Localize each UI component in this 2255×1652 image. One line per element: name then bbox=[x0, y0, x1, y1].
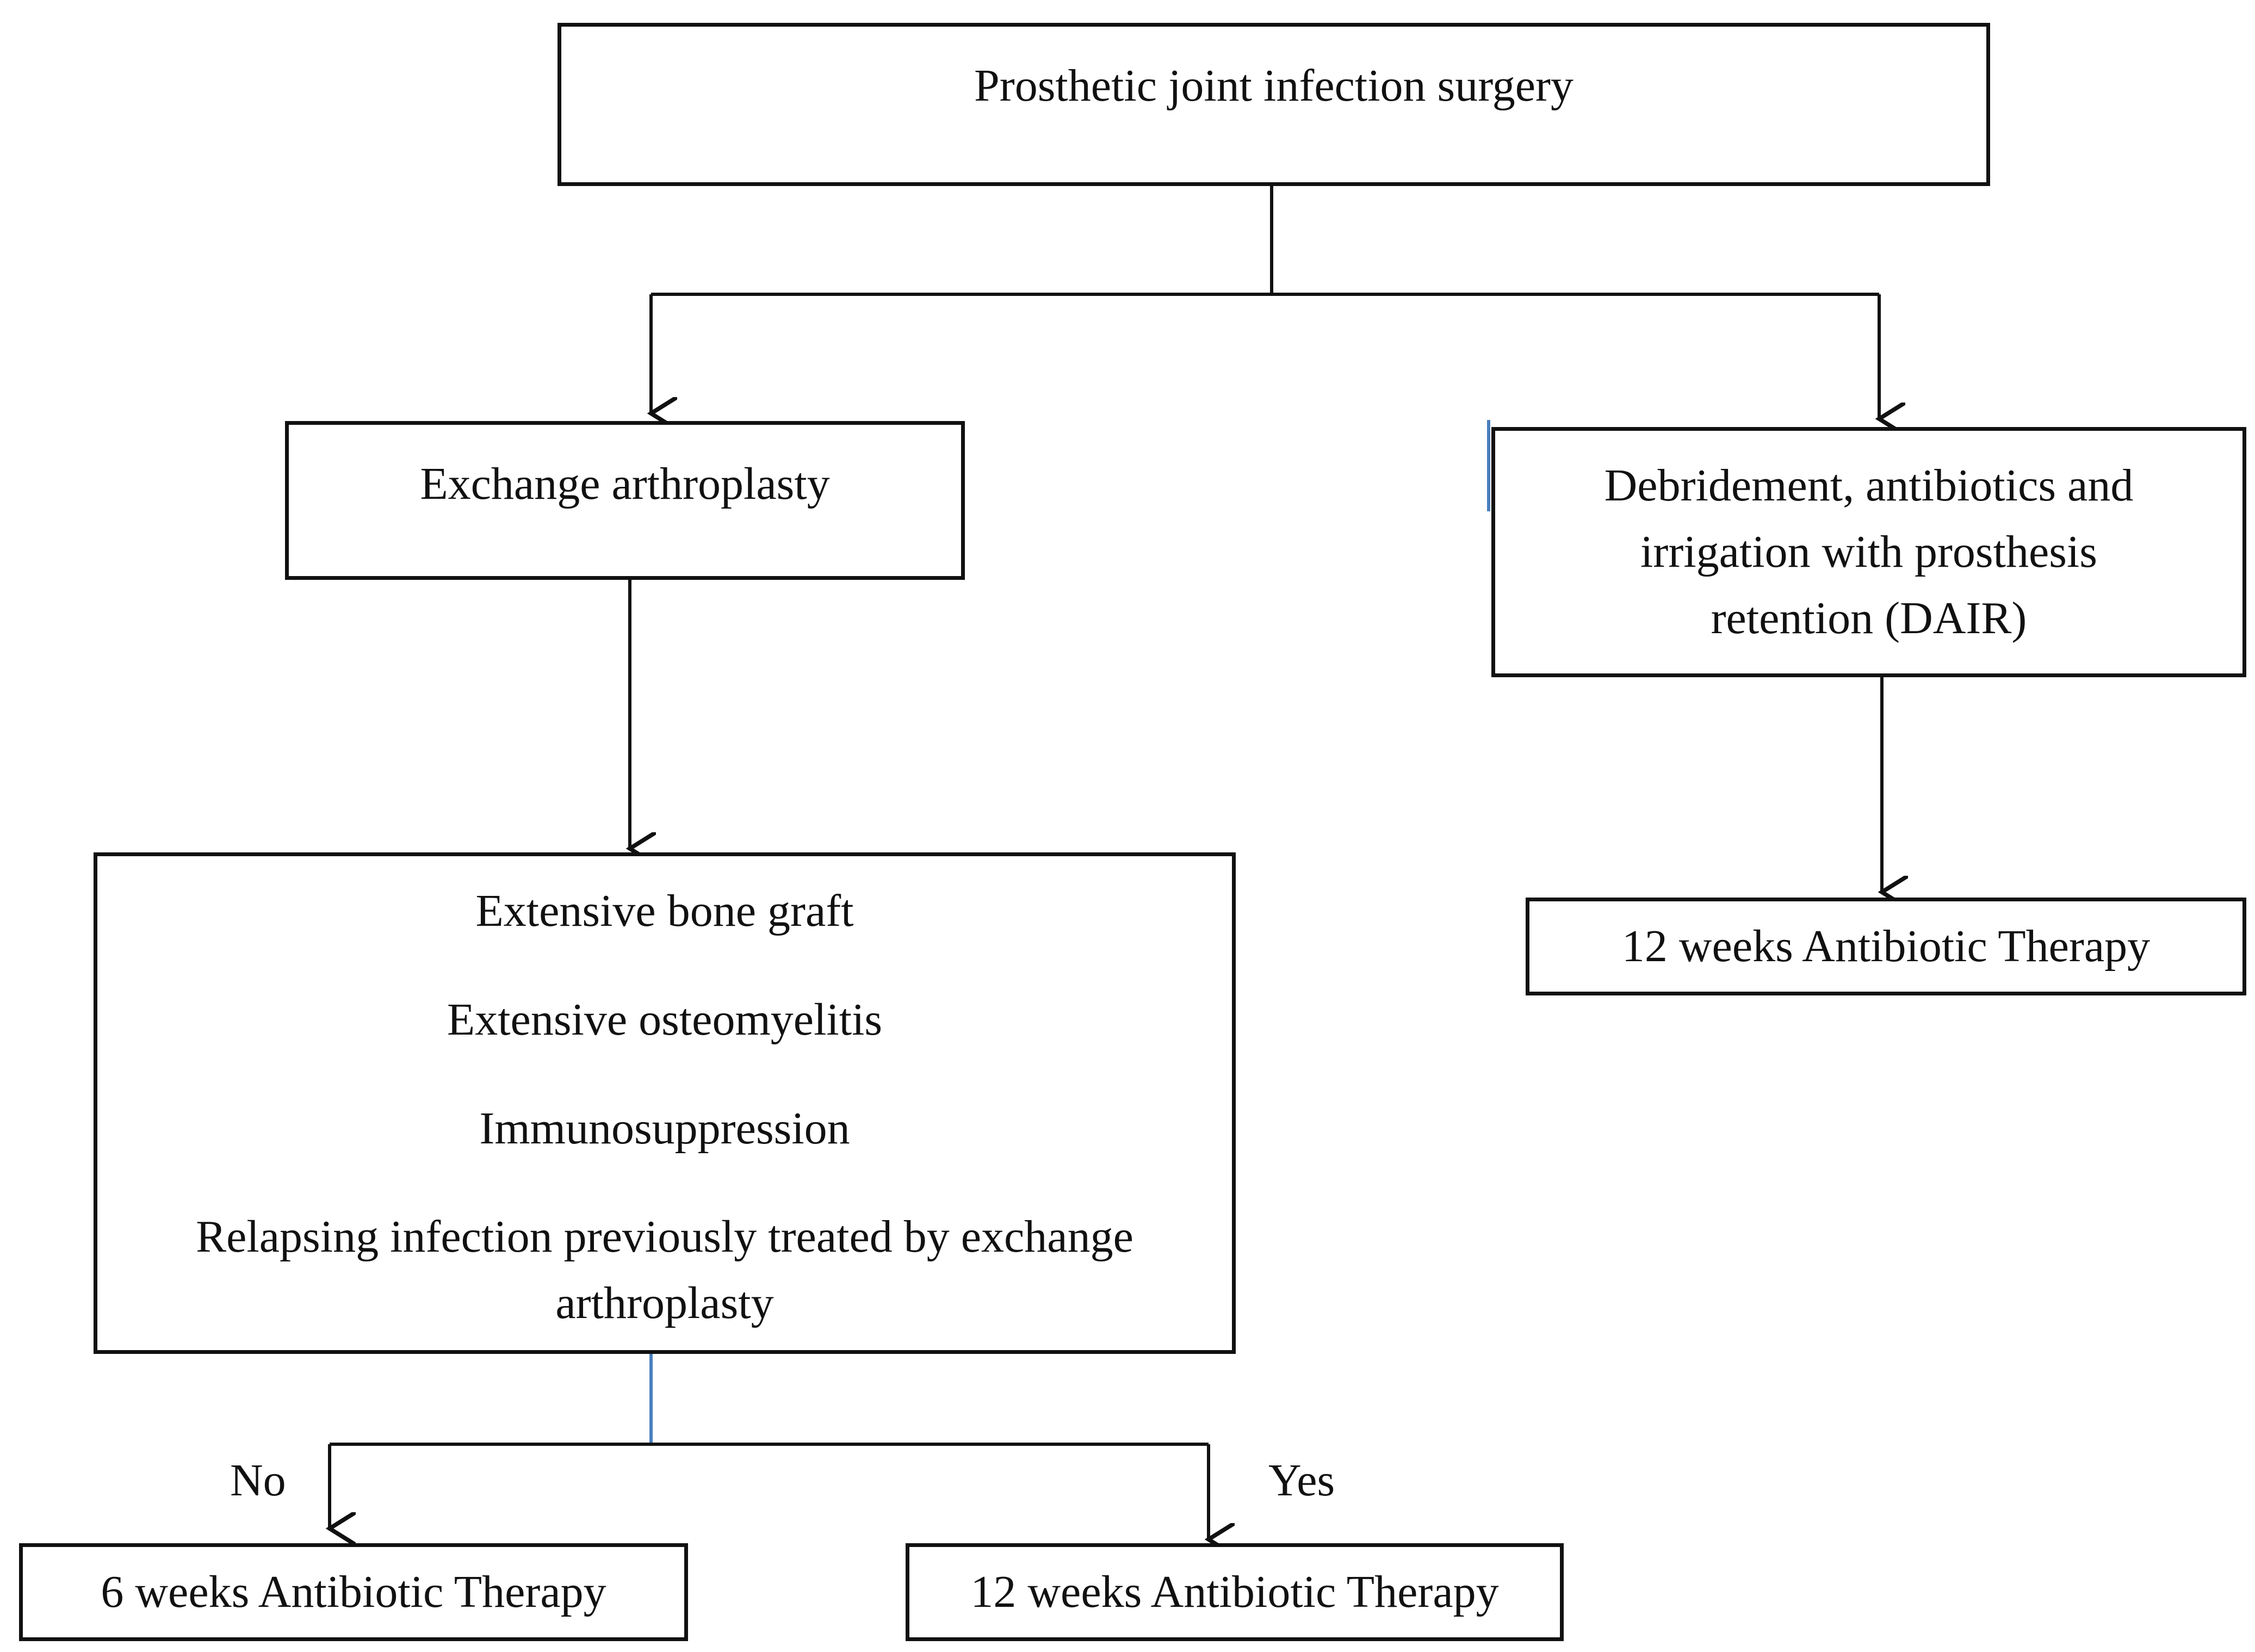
criteria-item: Relapsing infection previously treated b… bbox=[196, 1211, 1133, 1329]
edge-label-no: No bbox=[230, 1455, 286, 1506]
dair-line-2: irrigation with prosthesis bbox=[1640, 527, 2097, 578]
no-outcome-label: 6 weeks Antibiotic Therapy bbox=[101, 1567, 606, 1618]
no-outcome-node: 6 weeks Antibiotic Therapy bbox=[19, 1543, 688, 1641]
criteria-item: Extensive bone graft bbox=[475, 886, 854, 936]
criteria-node: Extensive bone graft Extensive osteomyel… bbox=[94, 852, 1236, 1354]
criteria-item: Immunosuppression bbox=[479, 1103, 850, 1154]
yes-outcome-node: 12 weeks Antibiotic Therapy bbox=[906, 1543, 1564, 1641]
dair-node: Debridement, antibiotics and irrigation … bbox=[1491, 427, 2246, 677]
root-label: Prosthetic joint infection surgery bbox=[974, 60, 1573, 111]
dair-line-3: retention (DAIR) bbox=[1711, 592, 2027, 644]
dair-outcome-node: 12 weeks Antibiotic Therapy bbox=[1526, 898, 2246, 995]
dair-line-1: Debridement, antibiotics and bbox=[1604, 460, 2134, 511]
exchange-arthroplasty-label: Exchange arthroplasty bbox=[420, 459, 830, 509]
exchange-arthroplasty-node: Exchange arthroplasty bbox=[285, 421, 965, 580]
root-node: Prosthetic joint infection surgery bbox=[557, 23, 1990, 186]
criteria-item: Extensive osteomyelitis bbox=[447, 994, 883, 1045]
edge-label-yes: Yes bbox=[1268, 1455, 1335, 1506]
dair-outcome-label: 12 weeks Antibiotic Therapy bbox=[1621, 921, 2151, 972]
yes-outcome-label: 12 weeks Antibiotic Therapy bbox=[970, 1567, 1499, 1618]
